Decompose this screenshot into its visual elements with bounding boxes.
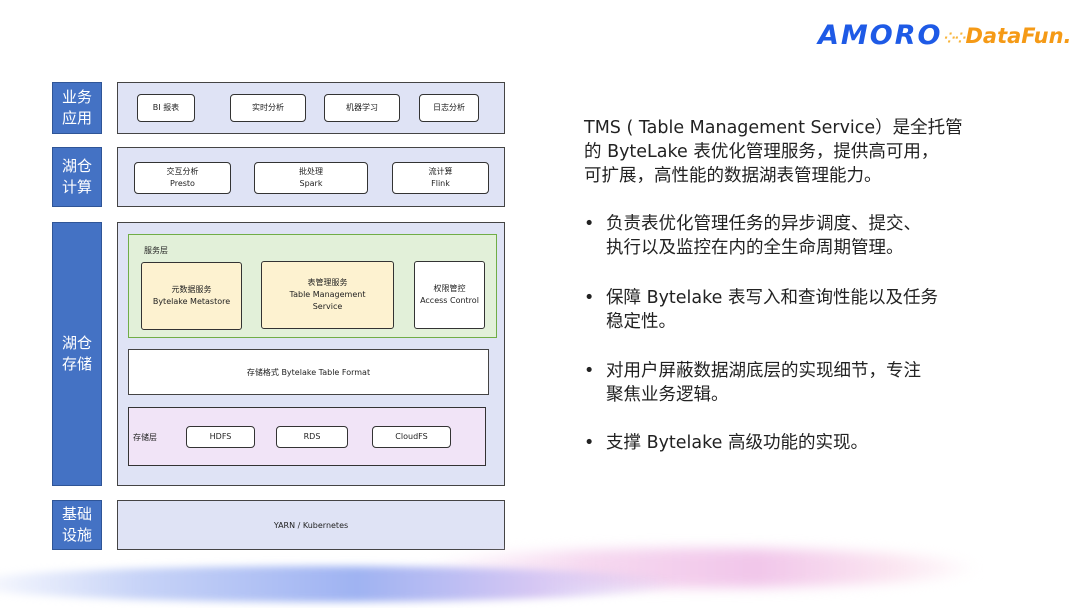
realtime-analysis-box: 实时分析	[230, 94, 306, 122]
bullet-item: • 支撑 Bytelake 高级功能的实现。	[584, 433, 868, 453]
decorative-wave-blue	[0, 566, 680, 602]
bullet-item: • 对用户屏蔽数据湖底层的实现细节，专注聚焦业务逻辑。	[584, 361, 921, 405]
bi-report-box: BI 报表	[137, 94, 195, 122]
table-format-box: 存储格式 Bytelake Table Format	[128, 349, 489, 395]
log-analysis-box: 日志分析	[419, 94, 479, 122]
bullet-item: • 负责表优化管理任务的异步调度、提交、执行以及监控在内的全生命周期管理。	[584, 214, 921, 258]
layer-label-infra: 基础设施	[52, 500, 102, 550]
tms-box: 表管理服务 Table Management Service	[261, 261, 394, 329]
hdfs-box: HDFS	[186, 426, 255, 448]
dots-icon: ⁘⁘	[944, 31, 966, 47]
layer-label-compute: 湖仓计算	[52, 147, 102, 207]
cloudfs-box: CloudFS	[372, 426, 451, 448]
bullet-item: • 保障 Bytelake 表写入和查询性能以及任务稳定性。	[584, 288, 938, 332]
storage-sublayer-label: 存储层	[133, 433, 157, 442]
machine-learning-box: 机器学习	[324, 94, 400, 122]
infra-layer: YARN / Kubernetes	[117, 500, 505, 550]
tms-intro: TMS ( Table Management Service）是全托管 的 By…	[584, 118, 963, 186]
datafun-logo: ⁘⁘DataFun.	[944, 24, 1072, 48]
service-layer-label: 服务层	[144, 246, 168, 255]
layer-label-business: 业务应用	[52, 82, 102, 134]
amoro-logo: AMORO	[818, 20, 943, 51]
layer-label-storage: 湖仓存储	[52, 222, 102, 486]
rds-box: RDS	[276, 426, 348, 448]
